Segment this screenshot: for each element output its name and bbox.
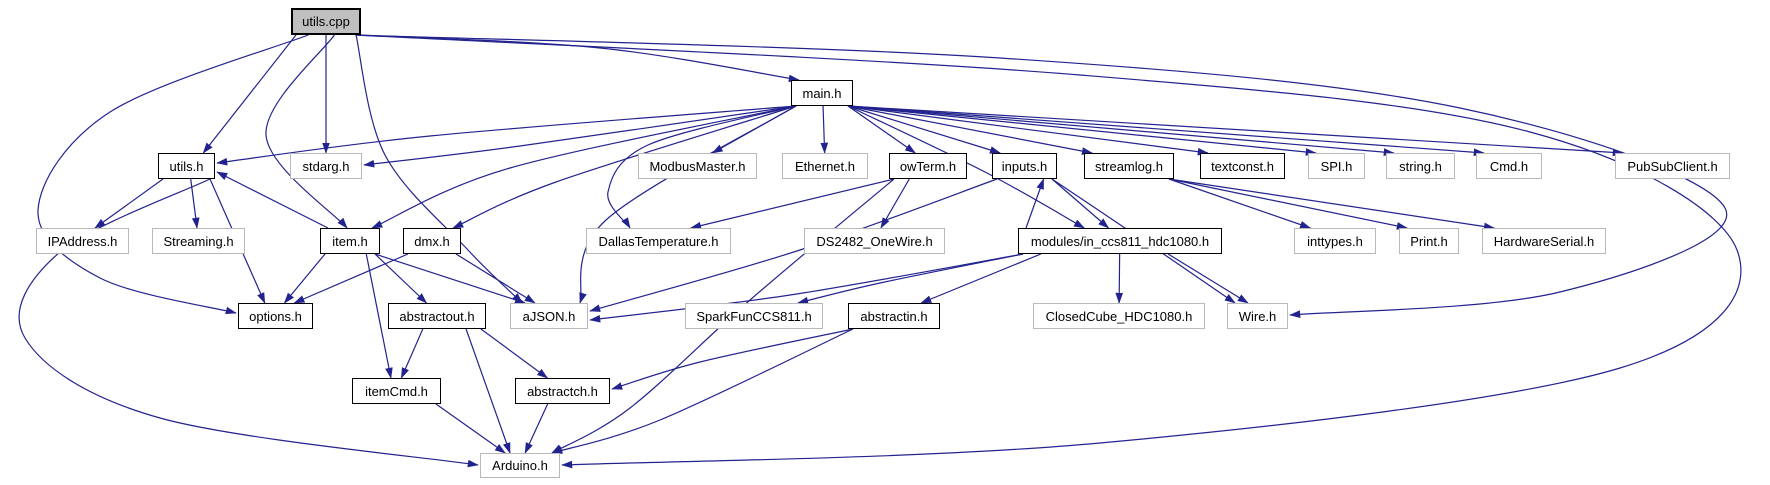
edge-main-h--cmd-h <box>847 105 1485 157</box>
node-spi-h: SPI.h <box>1308 153 1365 179</box>
node-print-h: Print.h <box>1399 228 1459 254</box>
edge-itemcmd-h--arduino-h <box>435 403 506 454</box>
edge-item-h--itemcmd-h <box>365 253 393 379</box>
edge-modules-in-ccs811-hdc1080-h--ajson-h <box>589 253 1024 323</box>
edge-main-h--spi-h <box>847 105 1317 156</box>
node-abstractout-h[interactable]: abstractout.h <box>388 303 486 329</box>
node-utils-h[interactable]: utils.h <box>158 153 215 179</box>
edge-item-h--abstractout-h <box>374 253 428 304</box>
node-ipaddress-h: IPAddress.h <box>36 228 129 254</box>
edge-utils-cpp--ajson-h <box>355 34 523 304</box>
node-textconst-h[interactable]: textconst.h <box>1200 153 1285 179</box>
node-dallastemperature-h: DallasTemperature.h <box>586 228 731 254</box>
node-main-h[interactable]: main.h <box>791 80 853 106</box>
edge-modules-in-ccs811-hdc1080-h--inputs-h <box>1025 178 1045 229</box>
edge-utils-cpp--options-h <box>37 34 309 315</box>
node-utils-cpp: utils.cpp <box>291 8 361 35</box>
node-itemcmd-h[interactable]: itemCmd.h <box>352 378 441 404</box>
node-options-h[interactable]: options.h <box>238 303 313 329</box>
node-item-h[interactable]: item.h <box>320 228 380 254</box>
edge-utils-cpp--item-h <box>265 34 348 229</box>
node-owterm-h[interactable]: owTerm.h <box>889 153 967 179</box>
node-streaming-h: Streaming.h <box>152 228 245 254</box>
edge-modules-in-ccs811-hdc1080-h--wire-h <box>1167 253 1249 304</box>
edge-inputs-h--ajson-h <box>589 178 998 312</box>
edge-main-h--string-h <box>847 105 1395 156</box>
node-inputs-h[interactable]: inputs.h <box>992 153 1057 179</box>
edge-abstractch-h--arduino-h <box>524 403 549 454</box>
edge-main-h--streamlog-h <box>847 105 1093 155</box>
node-hardwareserial-h: HardwareSerial.h <box>1482 228 1606 254</box>
node-string-h: string.h <box>1386 153 1455 179</box>
edge-main-h--textconst-h <box>847 105 1209 156</box>
edge-abstractout-h--abstractch-h <box>480 328 549 379</box>
node-abstractin-h[interactable]: abstractin.h <box>848 303 940 329</box>
edge-inputs-h--modules-in-ccs811-hdc1080-h <box>1051 178 1110 229</box>
node-pubsubclient-h: PubSubClient.h <box>1615 153 1730 179</box>
edge-modules-in-ccs811-hdc1080-h--closedcube-hdc1080-h <box>1115 253 1124 304</box>
edge-item-h--ajson-h <box>374 253 526 304</box>
edge-modules-in-ccs811-hdc1080-h--abstractin-h <box>920 253 1042 304</box>
edge-abstractout-h--arduino-h <box>465 328 511 454</box>
node-stdarg-h: stdarg.h <box>290 153 362 179</box>
edge-utils-cpp--arduino-h <box>355 34 1742 469</box>
node-inttypes-h: inttypes.h <box>1294 228 1376 254</box>
node-cmd-h: Cmd.h <box>1476 153 1542 179</box>
edge-main-h--modules-in-ccs811-hdc1080-h <box>847 105 1085 229</box>
edge-main-h--inputs-h <box>847 105 1001 154</box>
node-arduino-h: Arduino.h <box>480 453 560 478</box>
node-sparkfunccs811-h: SparkFunCCS811.h <box>685 303 823 329</box>
edge-main-h--ethernet-h <box>820 105 829 154</box>
edge-owterm-h--dallastemperature-h <box>690 178 895 230</box>
node-ajson-h: aJSON.h <box>510 303 588 329</box>
node-ds2482-onewire-h: DS2482_OneWire.h <box>804 228 945 254</box>
node-wire-h: Wire.h <box>1227 303 1288 329</box>
edge-abstractin-h--abstractch-h <box>611 328 854 390</box>
edge-abstractin-h--arduino-h <box>551 328 854 454</box>
node-streamlog-h[interactable]: streamlog.h <box>1084 153 1174 179</box>
edge-main-h--utils-h <box>216 105 797 166</box>
node-modules-in-ccs811-hdc1080-h[interactable]: modules/in_ccs811_hdc1080.h <box>1018 228 1222 254</box>
node-dmx-h[interactable]: dmx.h <box>403 228 461 254</box>
edge-main-h--ajson-h <box>579 105 797 304</box>
node-modbusmaster-h: ModbusMaster.h <box>638 153 757 179</box>
edge-main-h--pubsubclient-h <box>847 105 1624 157</box>
edge-streamlog-h--inttypes-h <box>1168 178 1312 229</box>
node-ethernet-h: Ethernet.h <box>782 153 868 179</box>
edge-main-h--dallastemperature-h <box>607 105 797 229</box>
edge-streamlog-h--print-h <box>1168 178 1408 230</box>
edge-utils-h--ipaddress-h <box>94 178 164 229</box>
edge-owterm-h--arduino-h <box>551 178 895 454</box>
edge-dmx-h--options-h <box>293 253 409 304</box>
edge-main-h--owterm-h <box>847 105 916 154</box>
edge-item-h--options-h <box>283 253 326 304</box>
edge-modules-in-ccs811-hdc1080-h--sparkfunccs811-h <box>797 253 1024 305</box>
edge-item-h--utils-h <box>216 171 329 229</box>
edge-abstractout-h--itemcmd-h <box>400 328 424 379</box>
edge-dmx-h--ajson-h <box>455 253 536 304</box>
edge-main-h--dmx-h <box>452 105 797 229</box>
edge-streamlog-h--hardwareserial-h <box>1168 178 1495 231</box>
edge-utils-cpp--wire-h <box>355 34 1728 318</box>
node-closedcube-hdc1080-h: ClosedCube_HDC1080.h <box>1033 303 1205 329</box>
edge-inputs-h--wire-h <box>1051 178 1236 304</box>
edge-main-h--item-h <box>371 105 797 229</box>
node-abstractch-h[interactable]: abstractch.h <box>515 378 610 404</box>
edge-utils-cpp--utils-h <box>202 34 297 154</box>
edge-main-h--stdarg-h <box>363 105 797 168</box>
